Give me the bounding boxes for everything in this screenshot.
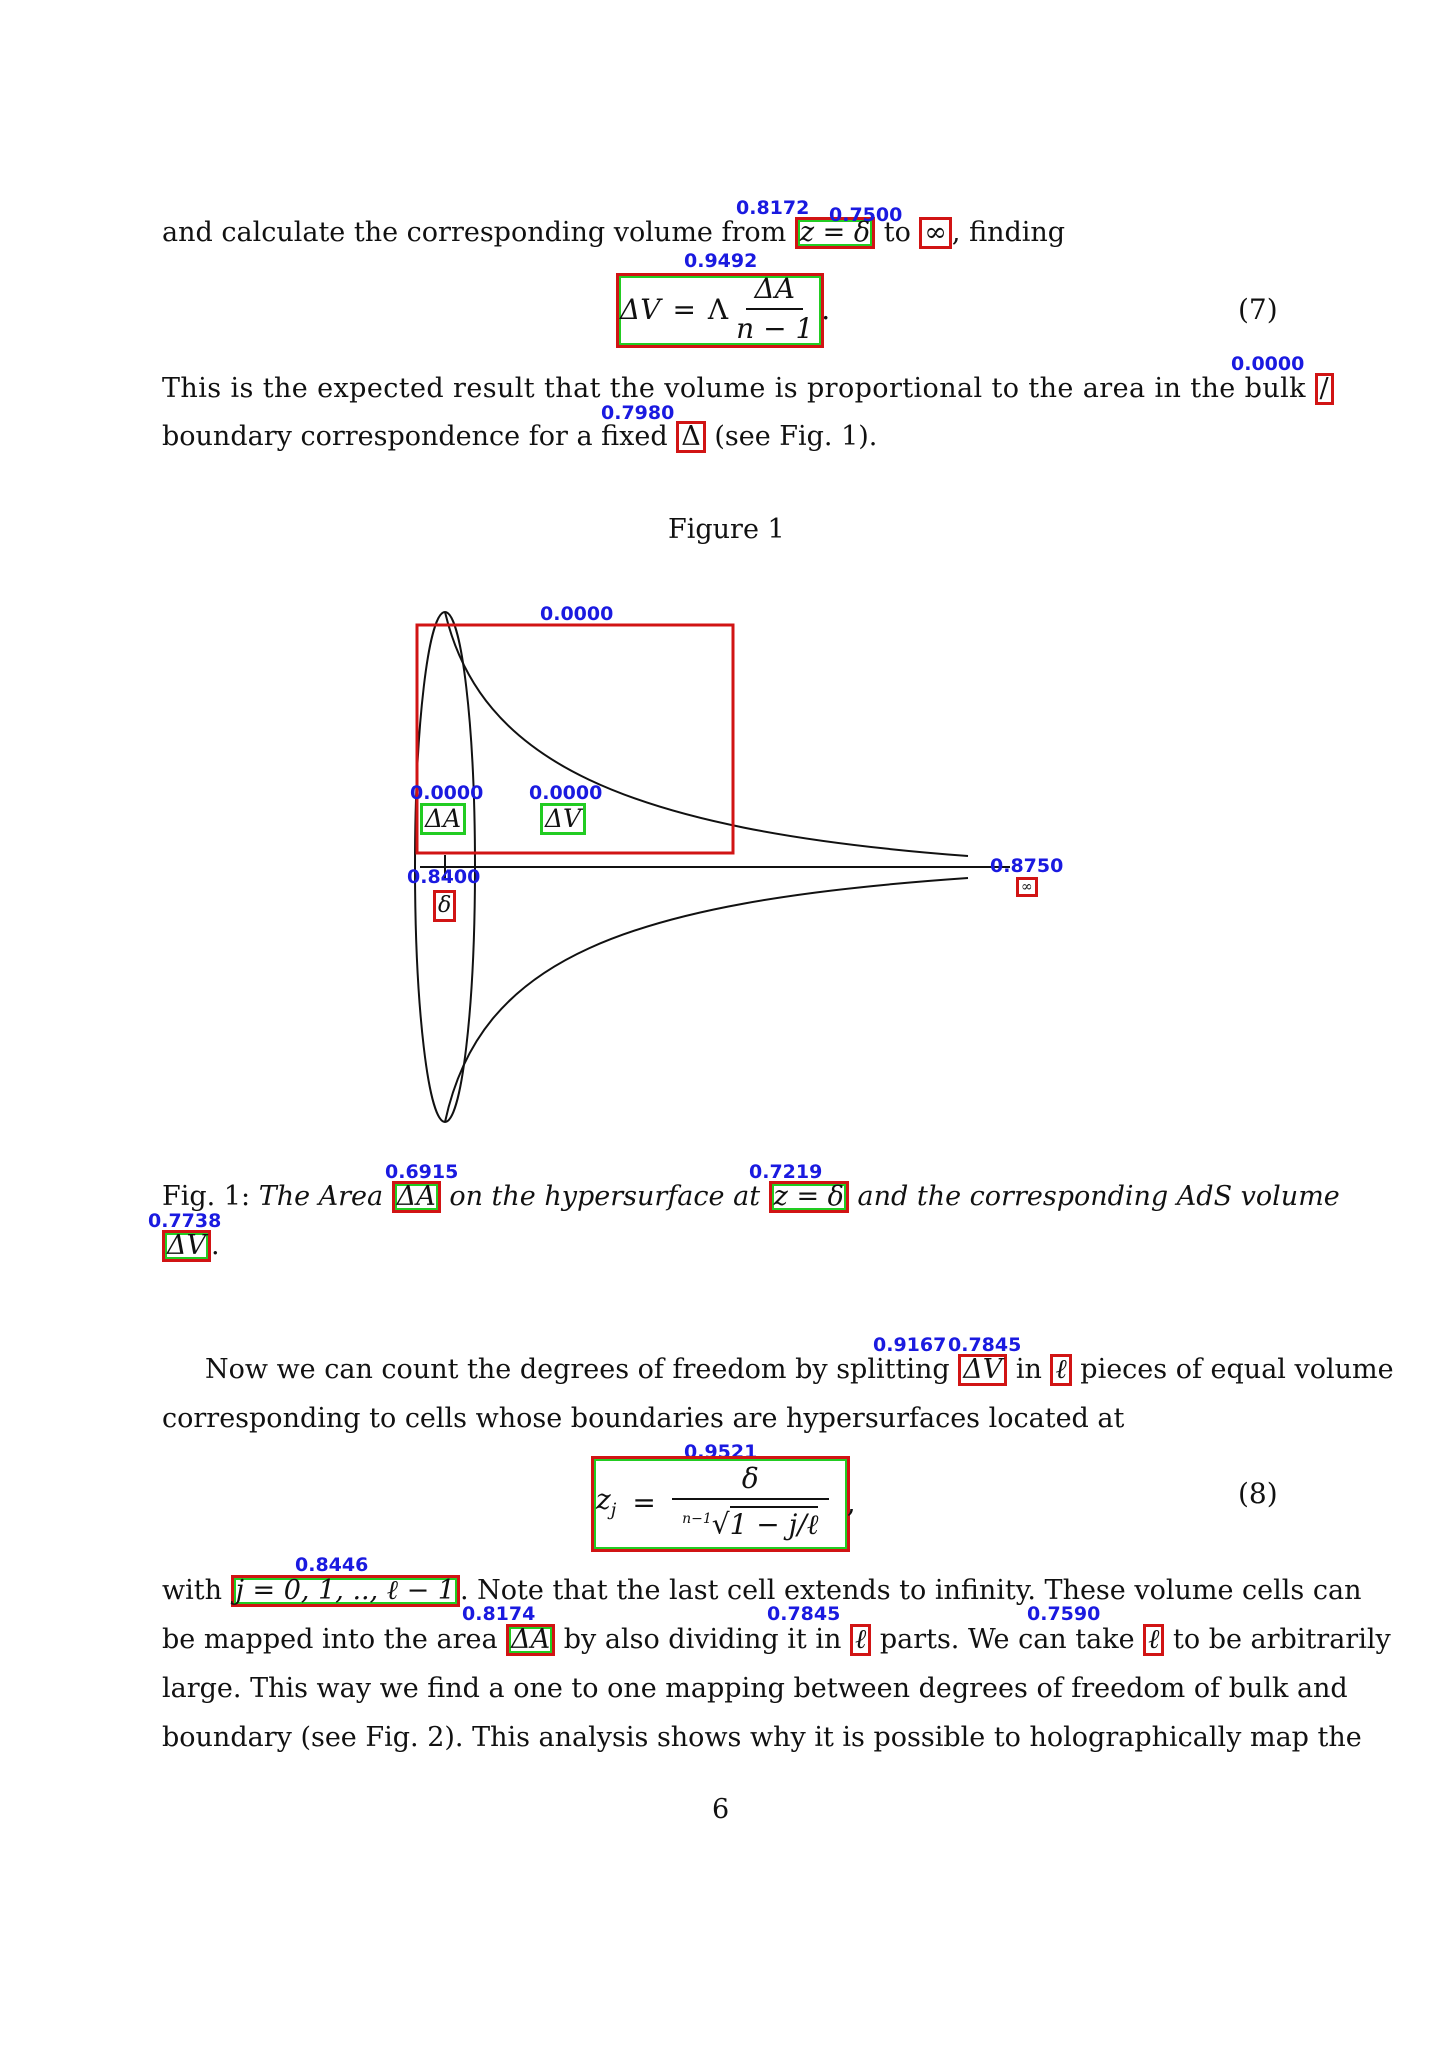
caption-sym2: z = δ [768,1181,849,1213]
equation-7-box [616,273,824,348]
para2-line2: boundary correspondence for a fixed Δ (s… [162,420,877,454]
figure-lower-curve [444,877,969,1123]
score-label: 0.7738 [148,1210,222,1232]
caption-sym1: ΔA [391,1181,441,1213]
eq7-denominator: n − 1 [736,312,814,345]
score-label: 0.6915 [385,1161,459,1183]
caption-text1: The Area [258,1181,384,1212]
para4-l2-mid2: parts. We can take [879,1624,1135,1655]
caption-1-line1: Fig. 1: The Area ΔA on the hypersurface … [162,1181,1340,1213]
para4-l2-mid1: by also dividing it in [563,1624,842,1655]
para2-line1: This is the expected result that the vol… [162,372,1334,406]
score-label: 0.7845 [767,1603,841,1625]
equation-7-number: (7) [1238,293,1278,326]
eq8-lhs: zj [596,1483,617,1521]
para1-text-mid: to [883,217,911,248]
para2-line2-sym: Δ [676,421,706,453]
caption-1-line2: ΔV. [162,1230,220,1262]
eq7-factor: Λ [707,292,729,326]
score-label: 0.8750 [990,855,1064,877]
eq7-equals: = [672,292,696,326]
score-label: 0.0000 [529,782,603,804]
para4-l2-after: to be arbitrarily [1173,1624,1391,1655]
para1-line: and calculate the corresponding volume f… [162,216,1065,250]
figure-label-volume: ΔV [540,803,587,835]
caption-end: . [211,1230,220,1261]
eq8-root-index: n−1 [682,1511,712,1528]
eq8-trail: , [846,1485,856,1519]
para1-text-after: , finding [951,217,1066,248]
score-label: 0.8446 [295,1554,369,1576]
eq7-fraction: ΔA n − 1 [728,270,821,348]
radical-sign-icon: √ [711,1507,730,1541]
eq7-numerator: ΔA [746,270,803,310]
caption-prefix: Fig. 1: [162,1181,251,1212]
para4-line2: be mapped into the area ΔA by also divid… [162,1623,1391,1657]
equation-7: ΔV = Λ ΔA n − 1 . [620,272,830,346]
caption-sym3: ΔV [162,1230,211,1262]
equation-8-number: (8) [1238,1477,1278,1510]
figure-label-inf: ∞ [1016,877,1038,897]
score-label: 0.7980 [601,402,675,424]
para2-line1-text: This is the expected result that the vol… [162,373,1306,404]
equation-8-box [591,1456,850,1552]
eq7-trail: . [821,292,831,326]
score-label: 0.8172 [736,197,810,219]
figure-title: Figure 1 [668,514,785,545]
para2-line2-before: boundary correspondence for a fixed [162,421,668,452]
score-label: 0.9492 [684,250,758,272]
para3-l1-sym2: ℓ [1050,1354,1072,1386]
para4-l2-sym3: ℓ [1143,1624,1165,1656]
eq8-fraction: δ n−1√1 − j/ℓ [671,1460,829,1543]
caption-text2: on the hypersurface at [449,1181,761,1212]
para4-l1-after: . Note that the last cell extends to inf… [459,1575,1362,1606]
score-label: 0.8400 [407,866,481,888]
para3-line2: corresponding to cells whose boundaries … [162,1403,1125,1434]
figure-label-delta: δ [433,890,457,922]
para2-line2-after: (see Fig. 1). [714,421,878,452]
eq8-equals: = [632,1485,656,1519]
para1-text-before: and calculate the corresponding volume f… [162,217,787,248]
from-expr: z = δ [794,217,876,249]
para3-l1-before: Now we can count the degrees of freedom … [205,1354,950,1385]
para4-l1-sym: j = 0, 1, .., ℓ − 1 [230,1575,460,1607]
eq8-lhs-sub: j [610,1499,617,1521]
score-label: 0.0000 [540,603,614,625]
score-label: 0.8174 [462,1603,536,1625]
para3-l1-after: pieces of equal volume [1080,1354,1394,1385]
para3-l1-sym1: ΔV [958,1354,1008,1386]
score-label: 0.7500 [829,204,903,226]
para2-line1-end: / [1314,373,1334,405]
eq8-denominator: n−1√1 − j/ℓ [674,1500,826,1543]
para4-line1: with j = 0, 1, .., ℓ − 1. Note that the … [162,1574,1361,1608]
figure-label-area: ΔA [420,803,467,835]
score-label: 0.0000 [1231,353,1305,375]
eq7-lhs: ΔV [620,292,661,326]
para3-line1: Now we can count the degrees of freedom … [205,1353,1394,1387]
page-number: 6 [712,1794,730,1825]
para4-line3: large. This way we find a one to one map… [162,1673,1348,1704]
figure-upper-curve [444,611,969,857]
score-label: 0.7219 [749,1161,823,1183]
eq8-radicand: 1 − j/ℓ [729,1505,819,1541]
score-label: 0.0000 [410,782,484,804]
para4-l1-before: with [162,1575,222,1606]
to-expr: ∞ [919,217,952,249]
caption-text3: and the corresponding AdS volume [857,1181,1340,1212]
equation-8: zj = δ n−1√1 − j/ℓ , [596,1456,856,1548]
para4-l2-sym1: ΔA [506,1624,556,1656]
para4-line4: boundary (see Fig. 2). This analysis sho… [162,1722,1362,1753]
para4-l2-before: be mapped into the area [162,1624,498,1655]
para3-l1-mid: in [1015,1354,1042,1385]
score-label: 0.9167 [873,1334,947,1356]
para4-l2-sym2: ℓ [849,1624,872,1656]
score-label: 0.7845 [948,1334,1022,1356]
eq8-numerator: δ [671,1460,829,1501]
score-label: 0.7590 [1027,1603,1101,1625]
